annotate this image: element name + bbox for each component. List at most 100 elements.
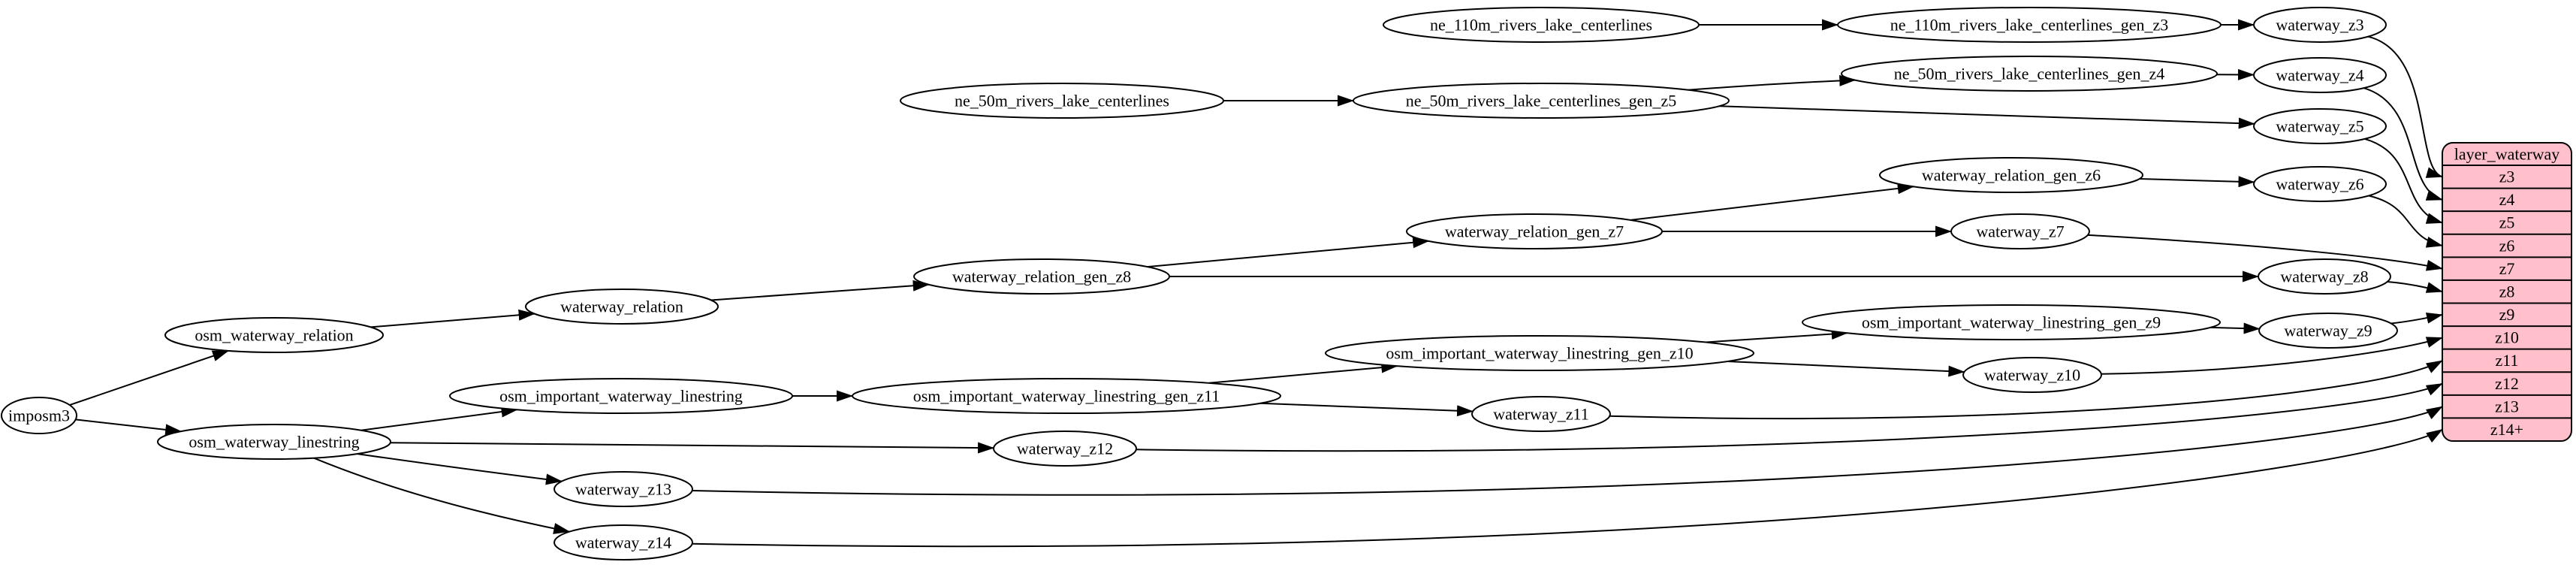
- edge-waterway_z4-to-layer_waterway-z4: [2363, 87, 2443, 201]
- node-waterway_z12: waterway_z12: [993, 431, 1137, 467]
- table-row-label-z14+: z14+: [2490, 420, 2523, 439]
- node-waterway_relation_gen_z7: waterway_relation_gen_z7: [1406, 213, 1663, 249]
- table-row-label-z6: z6: [2499, 236, 2515, 255]
- node-waterway_z11: waterway_z11: [1471, 396, 1611, 432]
- table-row-label-z11: z11: [2496, 351, 2519, 370]
- table-row-z5: z5: [2499, 213, 2515, 232]
- node-label-waterway_relation_gen_z6: waterway_relation_gen_z6: [1922, 165, 2101, 184]
- node-label-waterway_relation: waterway_relation: [560, 297, 683, 316]
- node-ellipse-imposm3: [1, 397, 77, 434]
- edge-osm_important_waterway_linestring_gen_z9-to-waterway_z9: [2210, 322, 2261, 334]
- node-ne_50m_rivers_lake_centerlines: ne_50m_rivers_lake_centerlines: [900, 83, 1224, 119]
- node-ellipse-ne_110m_rivers_lake_centerlines_gen_z3: [1837, 7, 2222, 43]
- node-ellipse-waterway_z12: [993, 431, 1137, 467]
- node-ellipse-waterway_z5: [2253, 108, 2387, 144]
- node-label-waterway_relation_gen_z8: waterway_relation_gen_z8: [952, 267, 1131, 286]
- table-row-label-z12: z12: [2495, 374, 2519, 393]
- node-ellipse-waterway_z11: [1471, 396, 1611, 432]
- table-row-label-z9: z9: [2499, 305, 2515, 324]
- node-label-waterway_z10: waterway_z10: [1984, 365, 2080, 384]
- node-ellipse-ne_50m_rivers_lake_centerlines: [900, 83, 1224, 119]
- node-ellipse-waterway_z3: [2253, 7, 2387, 43]
- node-ellipse-waterway_z7: [1950, 213, 2090, 249]
- node-label-ne_50m_rivers_lake_centerlines_gen_z5: ne_50m_rivers_lake_centerlines_gen_z5: [1406, 91, 1676, 110]
- edge-osm_important_waterway_linestring_gen_z11-to-osm_important_waterway_linestring_gen_z10: [1208, 361, 1398, 384]
- node-waterway_relation_gen_z8: waterway_relation_gen_z8: [913, 258, 1170, 295]
- node-label-osm_important_waterway_linestring_gen_z11: osm_important_waterway_linestring_gen_z1…: [913, 386, 1220, 405]
- node-label-ne_50m_rivers_lake_centerlines_gen_z4: ne_50m_rivers_lake_centerlines_gen_z4: [1894, 64, 2164, 83]
- table-row-z11: z11: [2496, 351, 2519, 370]
- node-waterway_relation_gen_z6: waterway_relation_gen_z6: [1879, 157, 2143, 193]
- node-label-waterway_z14: waterway_z14: [575, 533, 671, 551]
- node-ellipse-osm_waterway_relation: [164, 317, 384, 353]
- node-ne_50m_rivers_lake_centerlines_gen_z5: ne_50m_rivers_lake_centerlines_gen_z5: [1353, 83, 1730, 119]
- node-ellipse-ne_50m_rivers_lake_centerlines_gen_z5: [1353, 83, 1730, 119]
- table-row-z8: z8: [2499, 282, 2515, 301]
- edge-osm_important_waterway_linestring_gen_z11-to-waterway_z11: [1259, 402, 1474, 417]
- node-imposm3: imposm3: [1, 397, 77, 434]
- table-row-z6: z6: [2499, 236, 2515, 255]
- table-row-z14+: z14+: [2490, 420, 2523, 439]
- table-outline: [2442, 142, 2572, 442]
- node-ellipse-ne_50m_rivers_lake_centerlines_gen_z4: [1841, 56, 2218, 92]
- node-label-ne_110m_rivers_lake_centerlines_gen_z3: ne_110m_rivers_lake_centerlines_gen_z3: [1890, 15, 2169, 34]
- edge-waterway_z3-to-layer_waterway-z3: [2367, 35, 2443, 178]
- table-row-z4: z4: [2499, 190, 2515, 209]
- edge-ne_50m_rivers_lake_centerlines_gen_z5-to-ne_50m_rivers_lake_centerlines_gen_z4: [1688, 74, 1857, 91]
- node-ellipse-waterway_z6: [2253, 166, 2387, 202]
- table-row-z9: z9: [2499, 305, 2515, 324]
- node-osm_waterway_linestring: osm_waterway_linestring: [157, 424, 391, 460]
- node-label-osm_important_waterway_linestring_gen_z9: osm_important_waterway_linestring_gen_z9: [1862, 313, 2161, 331]
- node-waterway_z13: waterway_z13: [554, 471, 693, 507]
- table-row-z13: z13: [2495, 397, 2519, 415]
- edge-waterway_z9-to-layer_waterway-z9: [2390, 313, 2443, 325]
- node-label-osm_waterway_relation: osm_waterway_relation: [195, 325, 353, 344]
- node-ellipse-waterway_relation_gen_z7: [1406, 213, 1663, 249]
- edge-waterway_z11-to-layer_waterway-z11: [1609, 360, 2443, 420]
- node-label-waterway_z9: waterway_z9: [2284, 321, 2372, 340]
- table-row-label-z5: z5: [2499, 213, 2515, 232]
- edge-waterway_z12-to-layer_waterway-z12: [1136, 382, 2443, 452]
- node-waterway_z9: waterway_z9: [2258, 313, 2398, 349]
- node-waterway_z7: waterway_z7: [1950, 213, 2090, 249]
- node-label-waterway_z4: waterway_z4: [2276, 65, 2363, 84]
- node-label-waterway_z3: waterway_z3: [2276, 15, 2363, 34]
- edge-imposm3-to-osm_waterway_relation: [69, 349, 229, 406]
- edge-osm_waterway_relation-to-waterway_relation: [370, 309, 535, 328]
- node-osm_important_waterway_linestring: osm_important_waterway_linestring: [449, 378, 793, 414]
- node-ne_110m_rivers_lake_centerlines_gen_z3: ne_110m_rivers_lake_centerlines_gen_z3: [1837, 7, 2222, 43]
- node-label-waterway_z5: waterway_z5: [2276, 116, 2363, 135]
- table-layer: layer_waterwayz3z4z5z6z7z8z9z10z11z12z13…: [2442, 142, 2572, 442]
- node-waterway_z6: waterway_z6: [2253, 166, 2387, 202]
- node-ellipse-osm_important_waterway_linestring_gen_z10: [1325, 335, 1754, 371]
- table-row-label-z13: z13: [2495, 397, 2519, 415]
- node-ellipse-waterway_z4: [2253, 57, 2387, 93]
- node-ellipse-osm_waterway_linestring: [157, 424, 391, 460]
- node-ellipse-waterway_z13: [554, 471, 693, 507]
- node-waterway_z10: waterway_z10: [1962, 357, 2102, 393]
- node-label-waterway_z12: waterway_z12: [1017, 439, 1113, 458]
- node-label-imposm3: imposm3: [8, 406, 70, 425]
- table-row-z3: z3: [2499, 168, 2515, 186]
- table-row-label-z3: z3: [2499, 168, 2515, 186]
- edge-osm_waterway_linestring-to-waterway_z14: [313, 457, 571, 534]
- node-waterway_z5: waterway_z5: [2253, 108, 2387, 144]
- edges-layer: [69, 19, 2443, 548]
- edge-waterway_z5-to-layer_waterway-z5: [2364, 137, 2443, 224]
- edge-osm_waterway_linestring-to-waterway_z13: [357, 453, 563, 485]
- table-row-z7: z7: [2499, 259, 2515, 278]
- edge-waterway_z6-to-layer_waterway-z6: [2368, 195, 2443, 248]
- edge-waterway_z8-to-layer_waterway-z8: [2387, 281, 2443, 293]
- node-label-osm_important_waterway_linestring: osm_important_waterway_linestring: [499, 386, 743, 405]
- table-row-label-z8: z8: [2499, 282, 2515, 301]
- node-waterway_z8: waterway_z8: [2258, 258, 2391, 295]
- node-label-waterway_z13: waterway_z13: [575, 479, 671, 498]
- node-ellipse-osm_important_waterway_linestring: [449, 378, 793, 414]
- node-osm_important_waterway_linestring_gen_z10: osm_important_waterway_linestring_gen_z1…: [1325, 335, 1754, 371]
- table-row-label-z4: z4: [2499, 190, 2515, 209]
- edge-waterway_relation_gen_z8-to-waterway_relation_gen_z7: [1147, 237, 1430, 268]
- node-waterway_z14: waterway_z14: [554, 524, 693, 560]
- node-waterway_z4: waterway_z4: [2253, 57, 2387, 93]
- node-ellipse-osm_important_waterway_linestring_gen_z9: [1802, 304, 2221, 340]
